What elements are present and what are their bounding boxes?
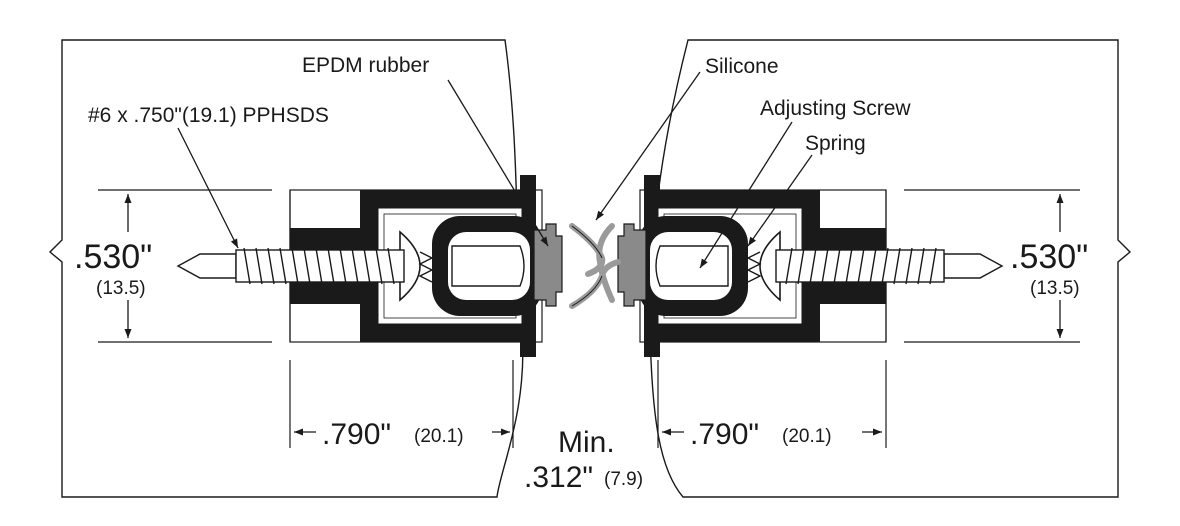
spring-label: Spring [805,132,866,155]
depth-left-main: .790" [322,418,391,451]
left-spring [418,251,434,283]
silicone-label: Silicone [705,55,779,78]
left-retainer-assembly [289,175,563,357]
height-left-metric: (13.5) [96,278,146,299]
gap-main: .312" [524,461,593,494]
right-tek-screw [775,247,1004,285]
depth-right-main: .790" [690,418,759,451]
height-right-metric: (13.5) [1030,278,1080,299]
left-screw-head [399,230,421,302]
silicone-seal [569,223,621,309]
depth-left-metric: (20.1) [414,426,464,447]
height-left-main: .530" [74,238,152,276]
epdm-rubber-label: EPDM rubber [302,54,429,77]
right-spring [746,251,762,283]
right-epdm-rubber [617,223,647,307]
left-tek-screw [176,247,405,285]
right-screw-head [759,230,781,302]
height-right-main: .530" [1010,238,1088,276]
gap-metric: (7.9) [604,469,643,490]
screw-spec-label: #6 x .750"(19.1) PPHSDS [88,104,329,127]
adjusting-screw-label: Adjusting Screw [760,97,911,120]
left-epdm-rubber [533,223,563,307]
callout-leaders [177,71,813,269]
gap-min-label: Min. [558,426,615,459]
depth-right-metric: (20.1) [782,426,832,447]
dimension-lines [124,194,1064,436]
